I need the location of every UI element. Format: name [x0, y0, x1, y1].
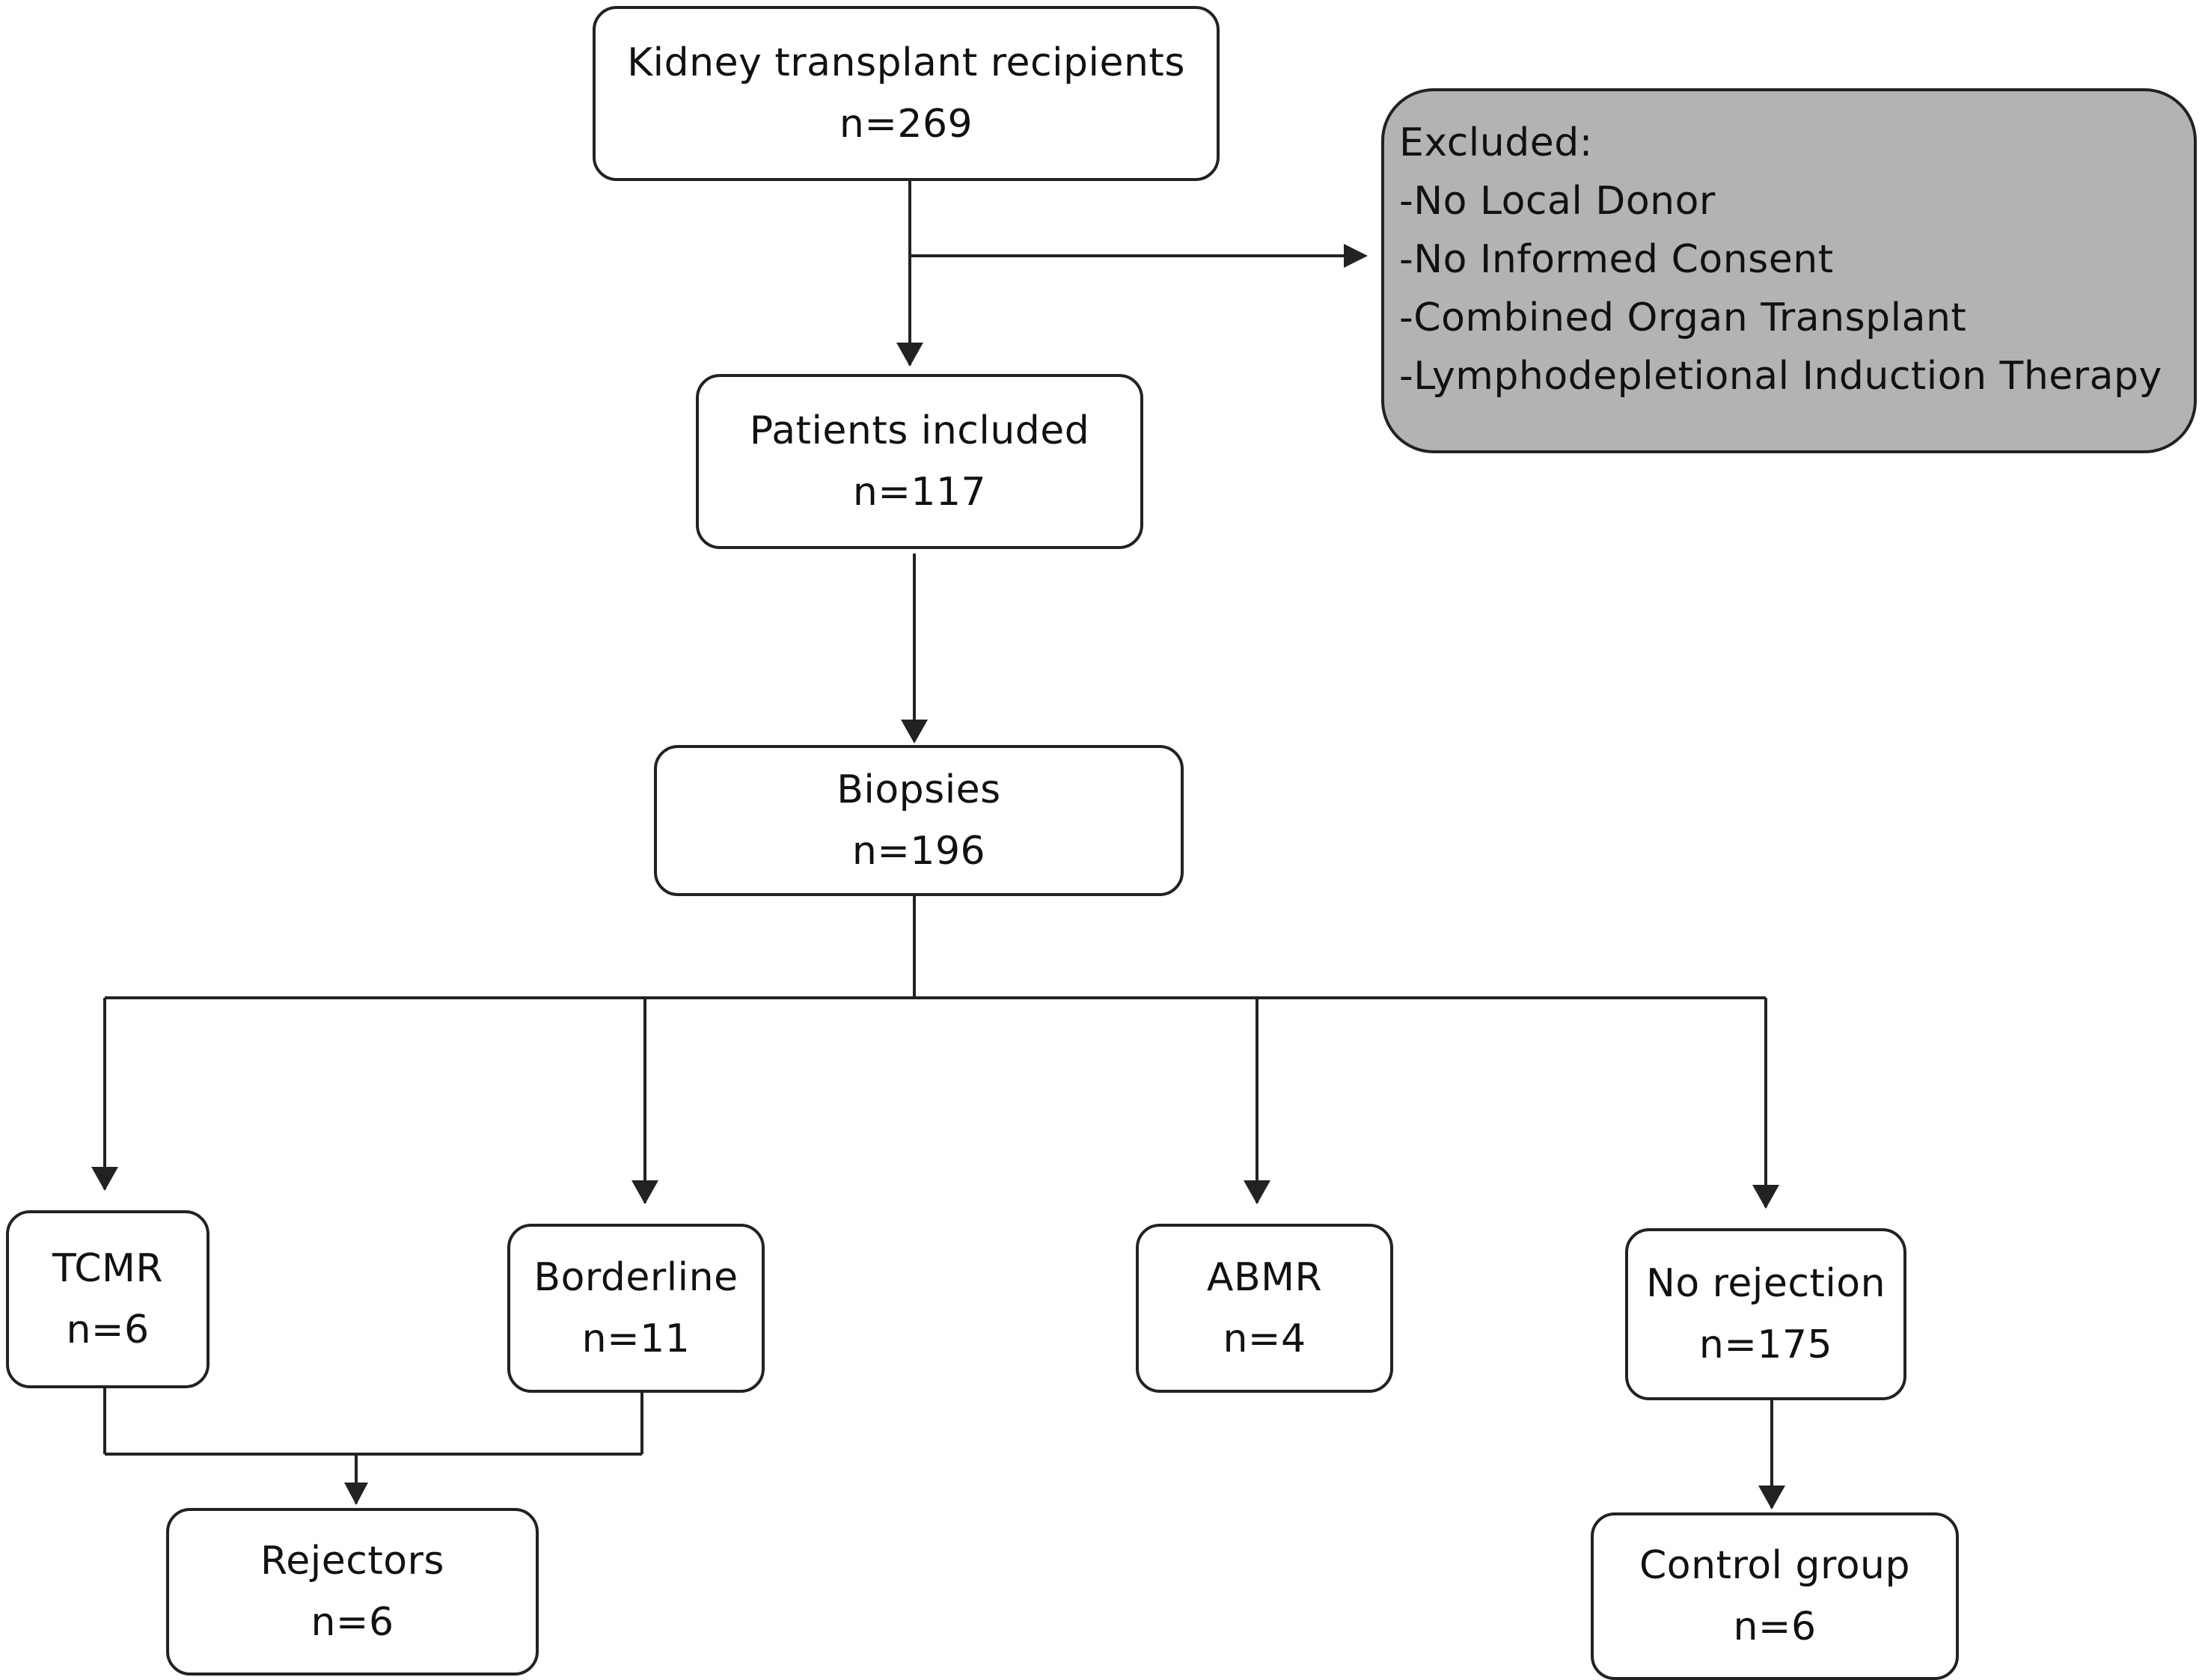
- node-label: Biopsies: [837, 767, 1001, 812]
- node-borderline: Borderline n=11: [507, 1224, 765, 1393]
- node-no-rejection: No rejection n=175: [1625, 1228, 1906, 1400]
- node-label: No rejection: [1645, 1261, 1886, 1306]
- node-rejectors: Rejectors n=6: [166, 1508, 539, 1676]
- excluded-item: -Lymphodepletional Induction Therapy: [1399, 354, 2162, 399]
- node-count: n=269: [839, 102, 973, 147]
- excluded-item: -No Local Donor: [1399, 179, 1716, 224]
- excluded-criteria-box: Excluded: -No Local Donor -No Informed C…: [1381, 88, 2197, 453]
- node-tcmr: TCMR n=6: [6, 1210, 210, 1388]
- node-control-group: Control group n=6: [1591, 1512, 1959, 1680]
- node-count: n=6: [66, 1307, 150, 1352]
- node-count: n=11: [581, 1316, 691, 1361]
- node-patients-included: Patients included n=117: [696, 374, 1143, 549]
- node-count: n=175: [1698, 1322, 1833, 1367]
- node-label: TCMR: [52, 1246, 164, 1291]
- node-label: Control group: [1639, 1543, 1911, 1588]
- node-count: n=117: [852, 470, 987, 515]
- node-count: n=6: [1733, 1604, 1817, 1649]
- node-count: n=4: [1223, 1316, 1306, 1361]
- node-label: Rejectors: [260, 1539, 444, 1584]
- node-biopsies: Biopsies n=196: [654, 745, 1184, 896]
- node-label: Patients included: [749, 408, 1090, 453]
- node-count: n=6: [311, 1600, 394, 1645]
- excluded-item: -No Informed Consent: [1399, 237, 1834, 282]
- node-label: Borderline: [533, 1255, 738, 1300]
- excluded-title: Excluded:: [1399, 120, 1593, 165]
- node-label: Kidney transplant recipients: [627, 40, 1185, 85]
- node-kidney-transplant-recipients: Kidney transplant recipients n=269: [593, 6, 1220, 181]
- node-abmr: ABMR n=4: [1136, 1224, 1393, 1393]
- excluded-item: -Combined Organ Transplant: [1399, 295, 1967, 340]
- node-count: n=196: [851, 829, 986, 874]
- node-label: ABMR: [1206, 1255, 1323, 1300]
